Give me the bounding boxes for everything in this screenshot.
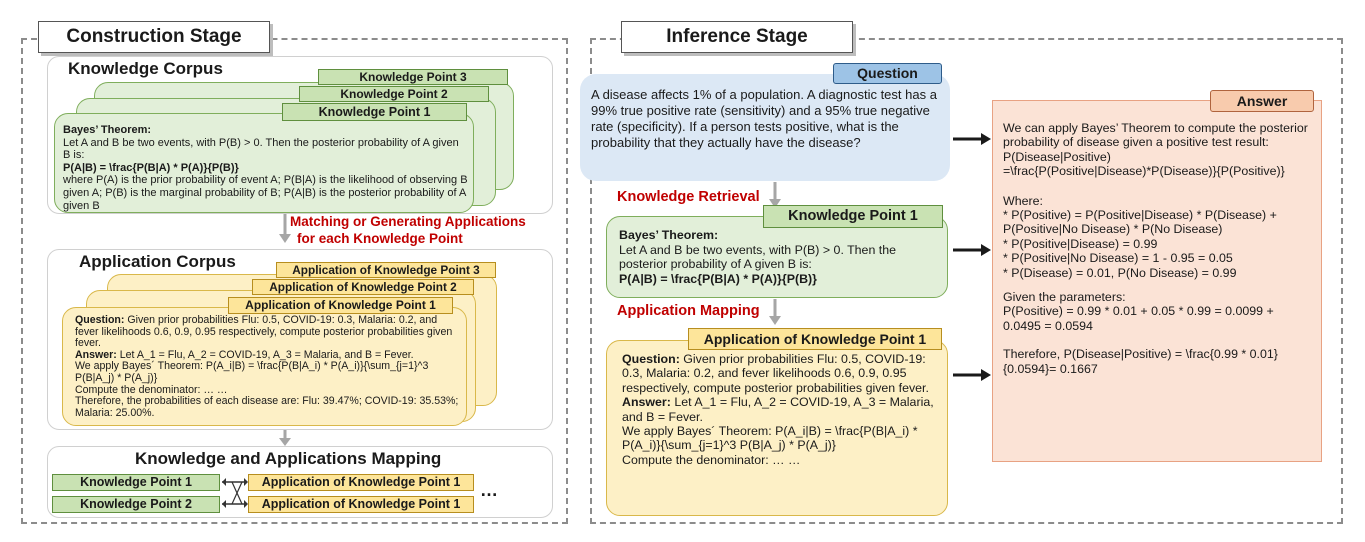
inference-question-text: Given prior probabilities Flu: 0.5, COVI…: [622, 352, 929, 395]
knowledge-point-1-tab: Knowledge Point 1: [282, 103, 467, 121]
answer-text: Let A_1 = Flu, A_2 = COVID-19, A_3 = Mal…: [119, 348, 414, 361]
down-arrow-2: [279, 430, 291, 446]
answer-where: Where:: [1003, 193, 1043, 208]
knowledge-card-front: [54, 113, 474, 213]
question-text: A disease affects 1% of a population. A …: [591, 87, 937, 150]
answer-card: [992, 100, 1322, 462]
answer-where-2: * P(Positive|Disease) = 0.99: [1003, 236, 1158, 251]
mapping-application-1: Application of Knowledge Point 1: [248, 474, 474, 491]
down-arrow-knowledge: [769, 299, 781, 325]
mapping-ellipsis: …: [480, 480, 498, 500]
arrow-question-to-answer: [953, 133, 991, 145]
therefore-line: Therefore, the probabilities of each dis…: [75, 395, 459, 419]
application-point-3-tab: Application of Knowledge Point 3: [276, 262, 496, 278]
inference-denominator-line: Compute the denominator: … …: [622, 452, 801, 467]
inference-stage-frame: [590, 38, 1343, 524]
inference-knowledge-point-tab: Knowledge Point 1: [763, 205, 943, 228]
denominator-line: Compute the denominator: … …: [75, 383, 228, 396]
application-answer: Answer: Let A_1 = Flu, A_2 = COVID-19, A…: [75, 348, 463, 362]
inference-knowledge-card: [606, 216, 948, 298]
bayes-line-2: where P(A) is the prior probability of e…: [63, 174, 468, 212]
arrow-knowledge-to-answer: [953, 244, 991, 256]
inference-answer-label: Answer:: [622, 395, 671, 410]
down-arrow-question: [769, 182, 781, 208]
answer-formula-2: =\frac{P(Positive|Disease)*P(Disease)}{P…: [1003, 164, 1285, 179]
mapping-application-2: Application of Knowledge Point 1: [248, 496, 474, 513]
bayes-heading: Bayes’ Theorem:: [63, 124, 152, 136]
bayes-line-1: Let A and B be two events, with P(B) > 0…: [63, 136, 459, 162]
inference-question-label: Question:: [622, 352, 680, 366]
answer-tab: Answer: [1210, 90, 1314, 112]
arrow-application-to-answer: [953, 369, 991, 381]
inference-knowledge-text: Bayes’ Theorem: Let A and B be two event…: [619, 228, 944, 286]
answer-label: Answer:: [75, 348, 117, 361]
mapping-connectors: [222, 478, 248, 508]
mapping-title: Knowledge and Applications Mapping: [135, 449, 442, 468]
application-corpus-title: Application Corpus: [79, 252, 236, 271]
inference-bayes-heading: Bayes’ Theorem:: [619, 228, 719, 242]
construction-stage-frame: [21, 38, 568, 524]
knowledge-point-2-tab: Knowledge Point 2: [299, 86, 489, 102]
mapping-knowledge-point-2: Knowledge Point 2: [52, 496, 220, 513]
answer-given: Given the parameters:: [1003, 290, 1126, 305]
inference-stage-title: Inference Stage: [621, 21, 853, 53]
bayes-formula: P(A|B) = \frac{P(B|A) * P(A)}{P(B)}: [63, 161, 239, 174]
down-arrow-1: [279, 214, 291, 243]
inference-bayes-line: Let A and B be two events, with P(B) > 0…: [619, 242, 897, 272]
question-label: Question:: [75, 314, 125, 326]
answer-formula-1: P(Disease|Positive): [1003, 149, 1111, 164]
question-card: [580, 74, 950, 181]
matching-label-line-2: for each Knowledge Point: [297, 231, 463, 246]
question-tab: Question: [833, 63, 942, 84]
question-text: Given prior probabilities Flu: 0.5, COVI…: [75, 314, 453, 350]
inference-bayes-formula: P(A|B) = \frac{P(B|A) * P(A)}{P(B)}: [619, 271, 817, 286]
knowledge-retrieval-label: Knowledge Retrieval: [617, 189, 760, 205]
answer-intro: We can apply Bayes’ Theorem to compute t…: [1003, 121, 1308, 150]
matching-label-line-1: Matching or Generating Applications: [290, 214, 526, 229]
construction-stage-title: Construction Stage: [38, 21, 270, 53]
application-point-1-tab: Application of Knowledge Point 1: [228, 297, 453, 314]
inference-application-answer: Answer: Let A_1 = Flu, A_2 = COVID-19, A…: [622, 395, 938, 424]
knowledge-card-text: Bayes’ Theorem: Let A and B be two event…: [63, 124, 468, 212]
inference-application-tab: Application of Knowledge Point 1: [688, 328, 942, 350]
inference-application-text: Question: Given prior probabilities Flu:…: [622, 352, 938, 467]
answer-text: We can apply Bayes’ Theorem to compute t…: [1003, 121, 1315, 376]
inference-application-question: Question: Given prior probabilities Flu:…: [622, 352, 938, 395]
application-card-front: [62, 307, 467, 426]
application-mapping-label: Application Mapping: [617, 303, 760, 319]
knowledge-point-3-tab: Knowledge Point 3: [318, 69, 508, 85]
application-point-2-tab: Application of Knowledge Point 2: [252, 279, 474, 295]
application-card-text: Question: Given prior probabilities Flu:…: [75, 314, 463, 419]
application-question: Question: Given prior probabilities Flu:…: [75, 314, 463, 350]
inference-application-card: [606, 340, 948, 516]
apply-line: We apply Bayes´ Theorem: P(A_i|B) = \fra…: [75, 360, 429, 384]
inference-apply-line: We apply Bayes´ Theorem: P(A_i|B) = \fra…: [622, 424, 918, 453]
answer-therefore: Therefore, P(Disease|Positive) = \frac{0…: [1003, 347, 1278, 376]
inference-answer-text: Let A_1 = Flu, A_2 = COVID-19, A_3 = Mal…: [622, 395, 934, 424]
answer-where-3: * P(Positive|No Disease) = 1 - 0.95 = 0.…: [1003, 251, 1233, 266]
knowledge-corpus-title: Knowledge Corpus: [68, 59, 223, 78]
mapping-knowledge-point-1: Knowledge Point 1: [52, 474, 220, 491]
answer-where-4: * P(Disease) = 0.01, P(No Disease) = 0.9…: [1003, 265, 1237, 280]
answer-given-1: P(Positive) = 0.99 * 0.01 + 0.05 * 0.99 …: [1003, 304, 1274, 333]
answer-where-1: * P(Positive) = P(Positive|Disease) * P(…: [1003, 208, 1277, 237]
